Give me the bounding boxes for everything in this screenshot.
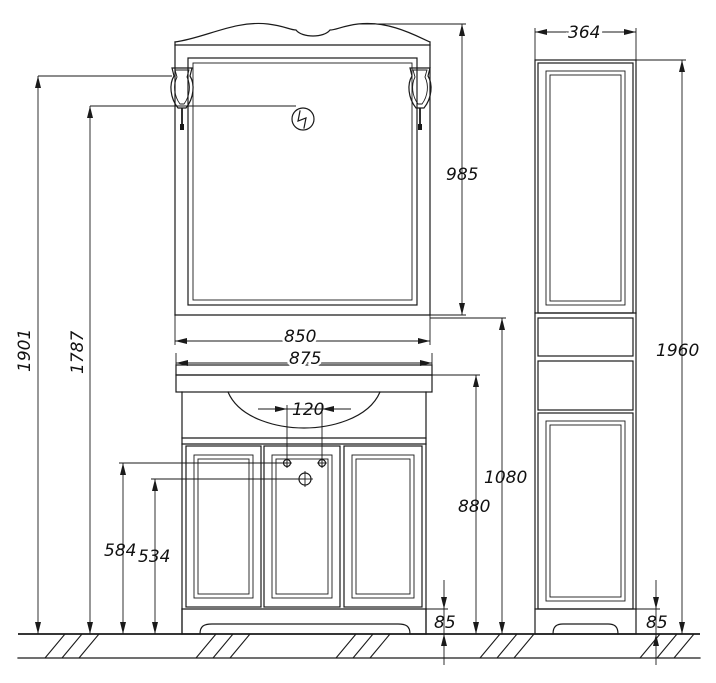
dim-total-height: 1901: [15, 329, 35, 372]
lightning-icon: [291, 107, 315, 131]
dim-cabinet-top-height: 1080: [484, 468, 527, 488]
floor: [17, 633, 701, 659]
dim-mirror-width: 850: [284, 327, 316, 347]
dim-tap-spacing: 120: [292, 400, 324, 420]
dim-vanity-height: 880: [458, 497, 490, 517]
dim-plinth-column: 85: [646, 613, 668, 633]
mirror: [174, 22, 431, 316]
dim-water-height: 584: [104, 541, 136, 561]
dim-electrical-height: 1787: [68, 331, 88, 374]
dim-drain-height: 534: [138, 547, 170, 567]
water-inlets: [282, 458, 327, 468]
dim-column-height: 1960: [656, 341, 699, 361]
dim-column-width: 364: [568, 23, 600, 43]
dim-mirror-height: 985: [446, 165, 478, 185]
dimension-lines: [35, 23, 686, 665]
tall-column: [534, 59, 637, 635]
wall-lamp-right: [408, 67, 432, 130]
dim-plinth-vanity: 85: [434, 613, 456, 633]
vanity: [175, 364, 433, 635]
wall-lamp-left: [170, 67, 194, 130]
dim-vanity-width: 875: [289, 349, 321, 369]
